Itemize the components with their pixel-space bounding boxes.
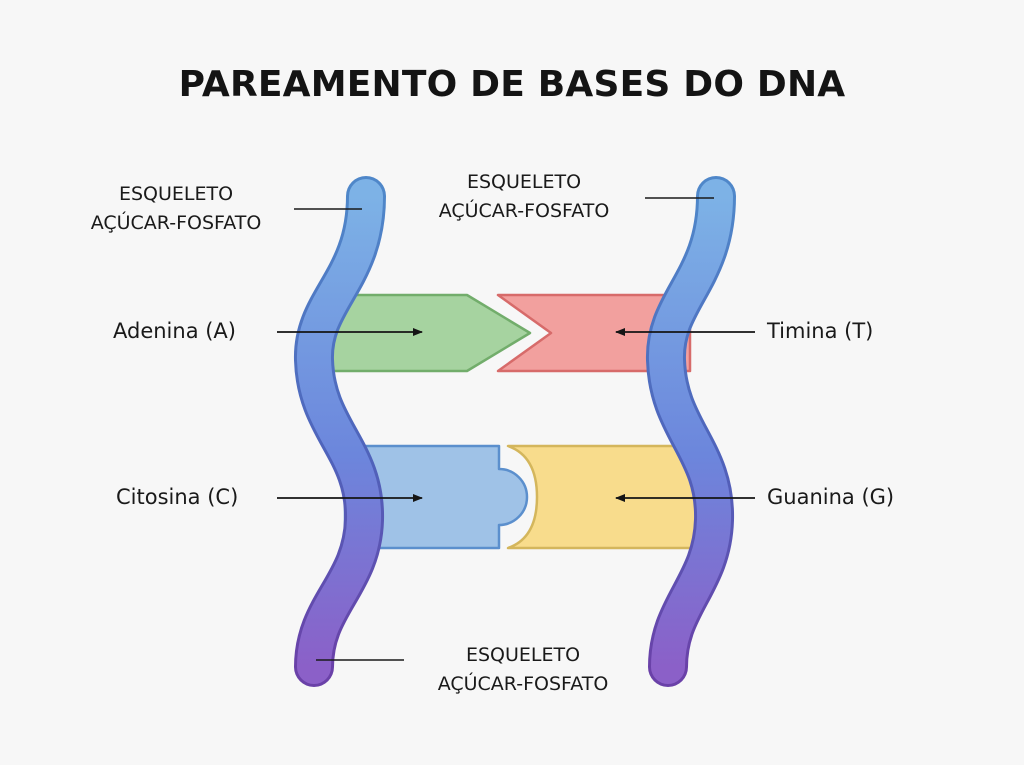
guanine-base (506, 444, 702, 550)
label-cytosine: Citosina (C) (116, 485, 239, 509)
backbone-label-line1: ESQUELETO (465, 644, 581, 666)
right-backbone (646, 176, 736, 687)
label-guanine: Guanina (G) (767, 485, 895, 509)
backbone-label-line1: ESQUELETO (118, 183, 234, 205)
label-thymine: Timina (T) (767, 319, 874, 343)
left-backbone (294, 176, 386, 687)
backbone-label-top-left: ESQUELETO AÇÚCAR-FOSFATO (58, 180, 294, 238)
backbone-label-line2: AÇÚCAR-FOSFATO (438, 200, 610, 222)
backbone-label-line1: ESQUELETO (466, 171, 582, 193)
backbone-label-line2: AÇÚCAR-FOSFATO (90, 212, 262, 234)
thymine-base (496, 293, 692, 373)
label-adenine: Adenina (A) (113, 319, 236, 343)
adenine-base (328, 293, 532, 373)
page-title: PAREAMENTO DE BASES DO DNA (178, 64, 846, 105)
cytosine-base (343, 444, 529, 550)
backbone-label-line2: AÇÚCAR-FOSFATO (437, 673, 609, 695)
backbone-label-bottom: ESQUELETO AÇÚCAR-FOSFATO (405, 641, 641, 699)
backbone-label-top-right: ESQUELETO AÇÚCAR-FOSFATO (406, 168, 642, 226)
